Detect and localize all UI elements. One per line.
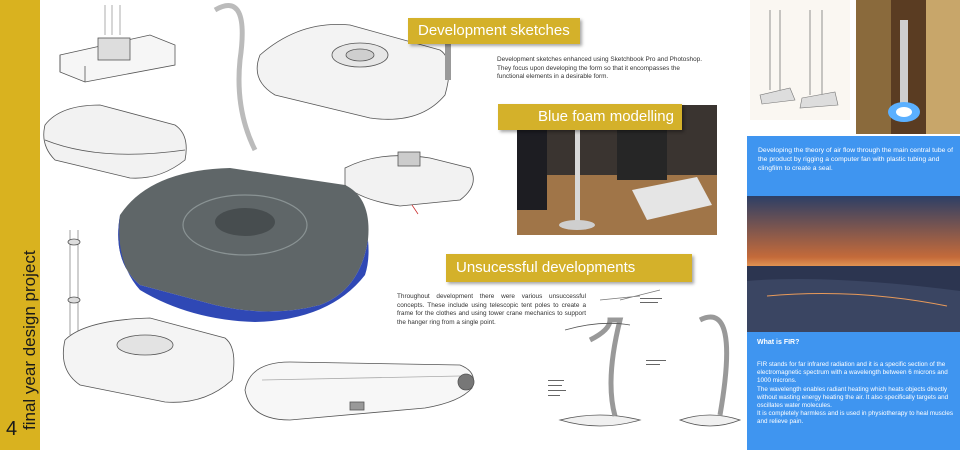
airflow-panel	[747, 136, 960, 196]
fan-rig-photo	[856, 0, 960, 134]
fir-text: FIR stands for far infrared radiation an…	[757, 361, 957, 427]
fir-paragraph-2: The wavelength enables radiant heating w…	[757, 385, 949, 410]
airflow-sketch	[750, 0, 850, 120]
fir-heading: What is FIR?	[757, 339, 800, 346]
fir-panel	[747, 332, 960, 450]
airflow-text: Developing the theory of air flow throug…	[758, 147, 953, 172]
sunset-beach-photo	[747, 196, 960, 332]
unsuccessful-text: Throughout development there were variou…	[397, 293, 586, 326]
unsuccessful-heading: Unsucessful developments	[446, 254, 692, 282]
development-sketches-heading: Development sketches	[408, 18, 580, 44]
fir-paragraph-3: It is completely harmless and is used in…	[757, 410, 953, 426]
development-sketches-text: Development sketches enhanced using Sket…	[497, 56, 702, 81]
fir-paragraph-1: FIR stands for far infrared radiation an…	[757, 361, 948, 385]
blue-foam-heading: Blue foam modelling	[498, 104, 682, 130]
page-number: 4	[6, 418, 18, 440]
sidebar	[0, 0, 40, 450]
